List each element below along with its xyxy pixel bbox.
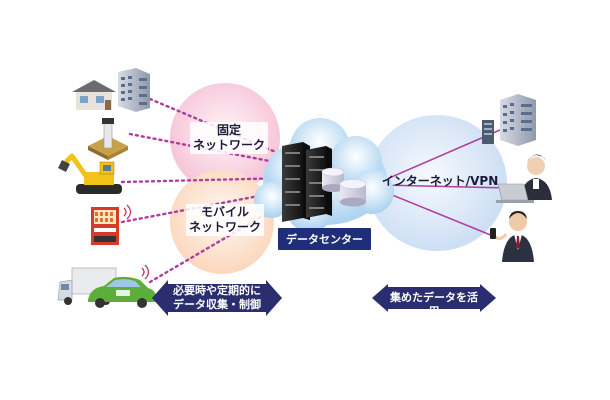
- internet-link-lines: [379, 129, 511, 239]
- mobile-network-label: モバイル ネットワーク: [186, 204, 264, 236]
- server-rack-icon: [282, 142, 332, 222]
- excavator-icon: [58, 153, 122, 194]
- car-icon: [88, 276, 156, 308]
- office-building-icon: [482, 94, 536, 146]
- fixed-network-label: 固定 ネットワーク: [190, 122, 268, 154]
- house-icon: [72, 80, 116, 110]
- left-arrow-text: 必要時や定期的に データ収集・制御: [173, 284, 261, 311]
- right-arrow-text: 集めたデータを活用: [390, 291, 478, 318]
- internet-cloud: [367, 115, 507, 251]
- storage-disk-icon: [321, 167, 367, 207]
- vending-machine-icon: [91, 207, 119, 245]
- right-double-arrow: [372, 284, 496, 312]
- wireless-signal-icon: [123, 204, 150, 280]
- sensor-post-icon: [88, 118, 128, 160]
- office-building-icon: [118, 68, 150, 112]
- left-double-arrow: [152, 280, 282, 316]
- datacenter-label: データセンター: [278, 228, 371, 250]
- office-worker-laptop-icon: [496, 154, 552, 203]
- businessman-phone-icon: [490, 211, 534, 262]
- internet-vpn-label: インターネット/VPN: [381, 174, 499, 188]
